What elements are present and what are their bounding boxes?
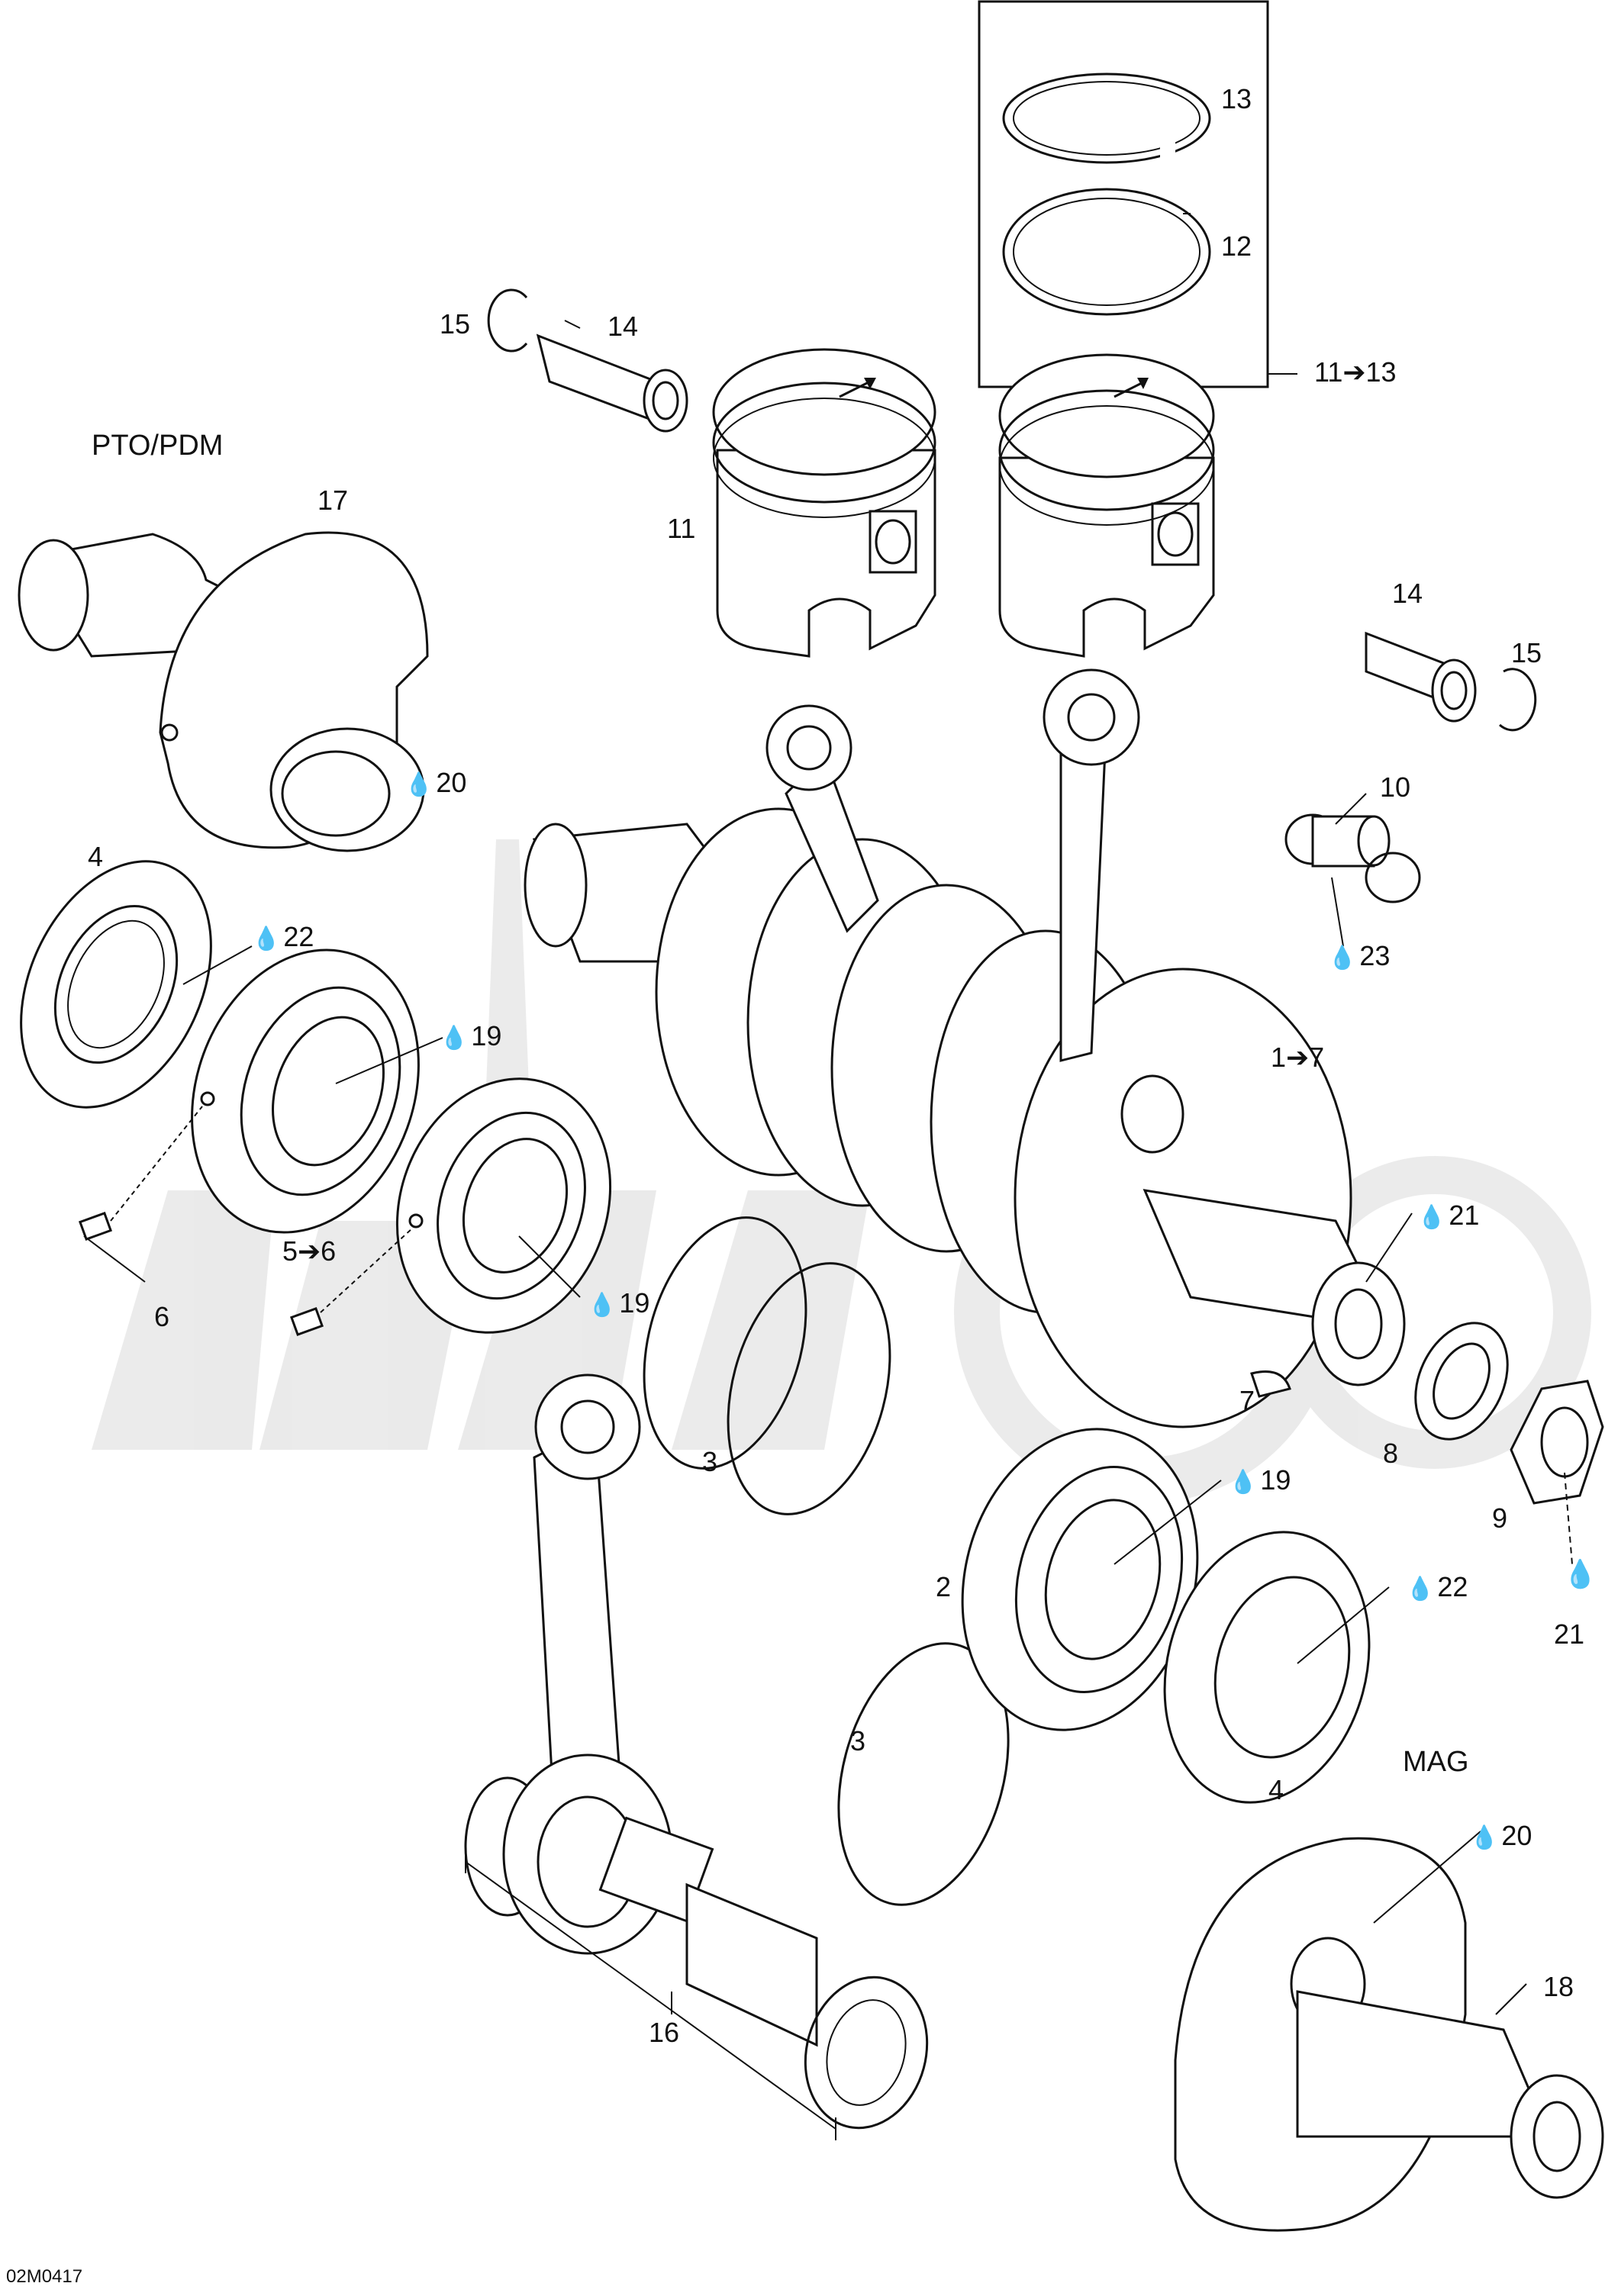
oil-drop-icon: 💧 xyxy=(1328,945,1357,971)
label-18: 18 xyxy=(1543,1971,1574,2002)
label-22a: 💧22 xyxy=(252,921,314,952)
label-6: 6 xyxy=(154,1301,170,1332)
label-1-to-7: 1➔7 xyxy=(1271,1042,1325,1073)
circlip-15b xyxy=(1499,668,1537,732)
conrod-kit-16 xyxy=(464,1373,929,2140)
circlip-15a xyxy=(487,288,528,353)
oil-drop-icon: 💧 xyxy=(1563,1558,1597,1589)
crankshaft-assembly xyxy=(524,668,1406,1428)
label-19a: 💧19 xyxy=(440,1020,502,1051)
label-23: 💧23 xyxy=(1328,940,1391,971)
piston-kit xyxy=(998,353,1215,658)
dowel-pin-6a xyxy=(78,1211,113,1241)
label-4b: 4 xyxy=(1268,1774,1284,1805)
label-16: 16 xyxy=(649,2017,680,2048)
woodruff-key-7 xyxy=(1250,1370,1291,1398)
bearing-19b xyxy=(395,1077,612,1334)
label-pto: PTO/PDM xyxy=(92,430,224,462)
oil-drop-icon: 💧 xyxy=(252,926,281,952)
label-mag: MAG xyxy=(1403,1746,1469,1778)
label-10: 10 xyxy=(1380,771,1411,803)
label-21a: 💧21 xyxy=(1417,1200,1480,1231)
piston-ring-12 xyxy=(1002,188,1211,316)
piston-ring-13 xyxy=(1002,72,1211,164)
lock-washer-8 xyxy=(1414,1322,1509,1441)
label-12: 12 xyxy=(1221,230,1252,262)
piston-pin-14a xyxy=(536,333,688,433)
label-17: 17 xyxy=(317,485,349,516)
bearing-19c xyxy=(961,1428,1199,1731)
label-20a: 💧20 xyxy=(404,767,467,798)
label-2: 2 xyxy=(936,1571,952,1602)
piston-11 xyxy=(712,348,936,658)
label-15a: 15 xyxy=(440,308,471,340)
seal-4a xyxy=(20,860,212,1109)
dowel-pin-6b xyxy=(289,1306,324,1337)
label-15b: 15 xyxy=(1511,637,1542,668)
label-22b: 💧22 xyxy=(1406,1571,1468,1602)
pto-crank-half-17 xyxy=(18,531,429,852)
label-11: 11 xyxy=(667,513,696,544)
oil-drop-icon: 💧 xyxy=(588,1293,617,1318)
label-3a: 3 xyxy=(702,1446,718,1477)
bearing-19a xyxy=(191,948,420,1234)
label-9: 9 xyxy=(1492,1502,1508,1534)
label-14a: 14 xyxy=(608,311,639,342)
oil-drop-icon: 💧 xyxy=(1406,1576,1435,1602)
label-7: 7 xyxy=(1239,1385,1255,1416)
o-ring-3b xyxy=(727,1262,891,1515)
seal-4b xyxy=(1163,1531,1371,1804)
needle-bearing-10 xyxy=(1284,813,1421,903)
label-4a: 4 xyxy=(88,841,104,872)
label-8: 8 xyxy=(1383,1438,1399,1469)
label-19b: 💧19 xyxy=(588,1287,650,1319)
label-5-to-6: 5➔6 xyxy=(282,1235,337,1267)
diagram-code: 02M0417 xyxy=(6,2266,83,2287)
oil-drop-icon: 💧 xyxy=(440,1026,469,1051)
o-ring-3a xyxy=(643,1216,807,1470)
label-14b: 14 xyxy=(1392,578,1423,609)
oil-drop-icon: 💧 xyxy=(404,772,433,797)
mag-crank-half-18 xyxy=(1174,1837,1604,2232)
oil-drop-icon: 💧 xyxy=(1470,1825,1499,1850)
label-11-to-13: 11➔13 xyxy=(1314,356,1397,388)
ring-kit-box xyxy=(978,0,1269,388)
label-20b: 💧20 xyxy=(1470,1820,1532,1851)
label-13: 13 xyxy=(1221,83,1252,114)
label-21b: 21 xyxy=(1554,1618,1585,1650)
piston-pin-14b xyxy=(1365,631,1477,723)
oil-drop-icon: 💧 xyxy=(1417,1205,1446,1230)
oil-drop-icon: 💧 xyxy=(1229,1470,1258,1495)
label-3b: 3 xyxy=(850,1725,866,1757)
leader-lines xyxy=(182,213,1527,2015)
o-ring-3c xyxy=(837,1642,1010,1906)
label-19c: 💧19 xyxy=(1229,1464,1291,1496)
